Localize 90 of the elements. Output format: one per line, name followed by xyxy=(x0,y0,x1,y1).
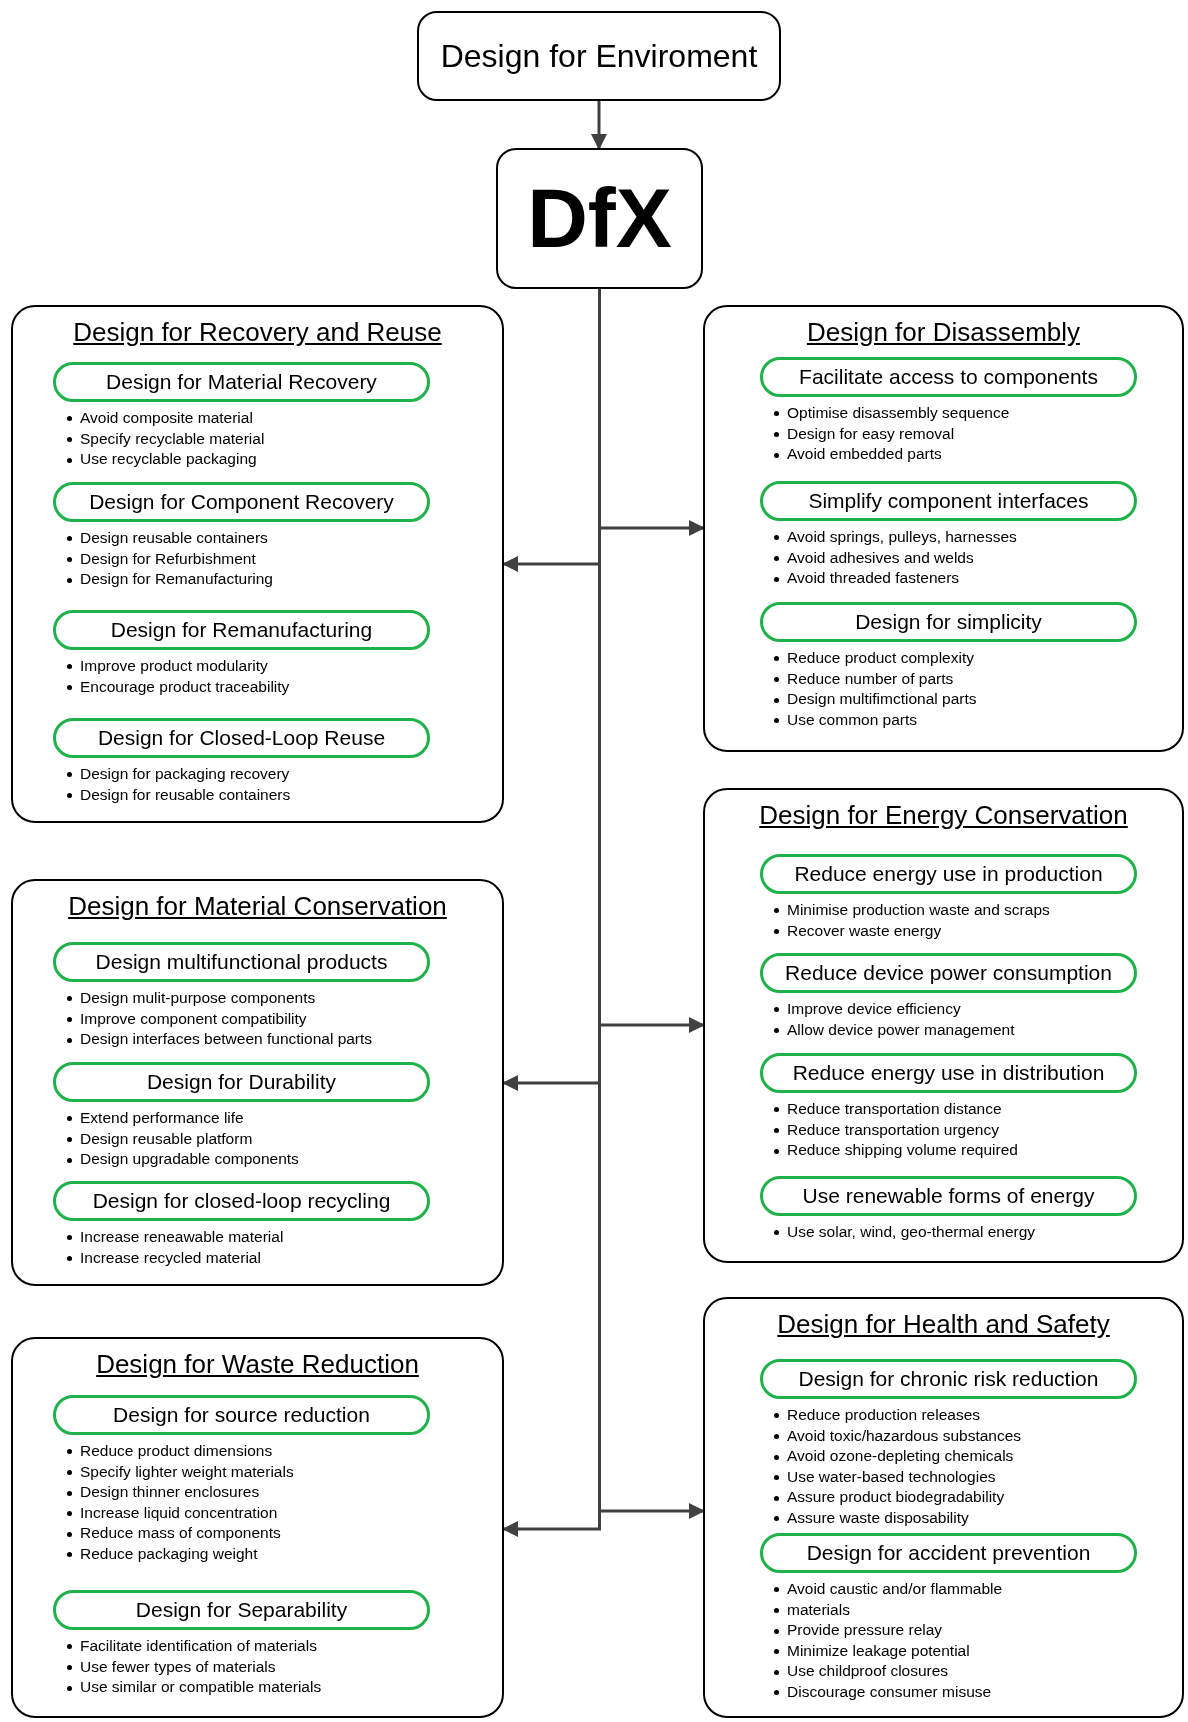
bullet-item: Avoid springs, pulleys, harnesses xyxy=(787,528,1017,545)
subcategory-pill: Reduce energy use in production xyxy=(760,854,1137,894)
bullet-item: Increase liquid concentration xyxy=(80,1503,278,1521)
bullet-item: Provide pressure relay xyxy=(787,1621,943,1639)
category-panel xyxy=(11,1337,504,1718)
subcategory-pill: Design for chronic risk reduction xyxy=(760,1359,1137,1399)
bullet-item: Use recyclable packaging xyxy=(80,450,257,468)
bullet-item: Design interfaces between functional parts xyxy=(80,1030,373,1048)
category-panel xyxy=(11,305,504,823)
bullet-item: Improve product modularity xyxy=(80,657,268,674)
subcategory-pill: Design for Separability xyxy=(53,1590,430,1630)
bullet-item: Use similar or compatible materials xyxy=(80,1678,322,1696)
bullet-item: Extend performance life xyxy=(80,1109,244,1126)
bullet-item: Minimize leakage potential xyxy=(787,1641,970,1659)
bullet-item: Use common parts xyxy=(787,710,918,728)
bullet-item: Discourage consumer misuse xyxy=(787,1682,992,1700)
category-heading: Design for Health and Safety xyxy=(777,1309,1110,1340)
bullet-item: Assure product biodegradability xyxy=(787,1488,1005,1506)
category-panel xyxy=(11,879,504,1286)
bullet-item: Design for reusable containers xyxy=(80,785,291,803)
bullet-item: Optimise disassembly sequence xyxy=(787,404,1010,421)
subcategory-pill: Design for Durability xyxy=(53,1062,430,1102)
bullet-item: Reduce transportation urgency xyxy=(787,1120,999,1138)
bullet-item: Design for Remanufacturing xyxy=(80,570,273,588)
category-heading: Design for Waste Reduction xyxy=(96,1349,419,1380)
subcategory-pill: Design for accident prevention xyxy=(760,1533,1137,1573)
subcategory-pill: Design multifunctional products xyxy=(53,942,430,982)
bullet-item: Design mulit-purpose components xyxy=(80,989,316,1006)
subcategory-pill: Design for Remanufacturing xyxy=(53,610,430,650)
bullet-item: Reduce production releases xyxy=(787,1406,980,1423)
category-heading: Design for Energy Conservation xyxy=(759,800,1128,831)
title-box: Design for Enviroment xyxy=(417,11,781,101)
subcategory-pill: Use renewable forms of energy xyxy=(760,1176,1137,1216)
category-panel xyxy=(703,1297,1184,1718)
subcategory-pill: Facilitate access to components xyxy=(760,357,1137,397)
category-heading: Design for Material Conservation xyxy=(68,891,447,922)
bullet-item: Avoid ozone-depleting chemicals xyxy=(787,1447,1014,1465)
bullet-item: Design for Refurbishment xyxy=(80,549,256,567)
subcategory-pill: Simplify component interfaces xyxy=(760,481,1137,521)
bullet-item: Avoid threaded fasteners xyxy=(787,569,960,587)
bullet-item: Use water-based technologies xyxy=(787,1467,996,1485)
bullet-item: Reduce product complexity xyxy=(787,649,974,666)
bullet-item: Reduce shipping volume required xyxy=(787,1141,1018,1159)
bullet-item: Design reusable containers xyxy=(80,529,268,546)
bullet-item: Avoid adhesives and welds xyxy=(787,548,974,566)
bullet-item: Reduce mass of components xyxy=(80,1524,281,1542)
bullet-item: Design reusable platform xyxy=(80,1129,253,1147)
subcategory-pill: Design for Closed-Loop Reuse xyxy=(53,718,430,758)
bullet-item: Reduce product dimensions xyxy=(80,1442,273,1459)
bullet-item: Reduce transportation distance xyxy=(787,1100,1002,1117)
bullet-item: Encourage product traceability xyxy=(80,677,290,695)
category-heading: Design for Disassembly xyxy=(806,317,1081,348)
bullet-item: Increase reneawable material xyxy=(80,1228,284,1245)
subcategory-pill: Design for source reduction xyxy=(53,1395,430,1435)
category-panel xyxy=(703,788,1184,1263)
bullet-item: Assure waste disposability xyxy=(787,1508,969,1526)
subcategory-pill: Reduce device power consumption xyxy=(760,953,1137,993)
category-heading: Design for Recovery and Reuse xyxy=(73,317,442,348)
bullet-item: Use solar, wind, geo-thermal energy xyxy=(787,1223,1036,1240)
bullet-item: Improve component compatibility xyxy=(80,1009,307,1027)
bullet-item: Reduce packaging weight xyxy=(80,1544,258,1562)
bullet-item: Avoid embedded parts xyxy=(787,445,942,463)
bullet-item: Avoid toxic/hazardous substances xyxy=(787,1426,1022,1444)
bullet-item: Avoid composite material xyxy=(80,409,253,426)
subcategory-pill: Design for Component Recovery xyxy=(53,482,430,522)
bullet-item: Specify lighter weight materials xyxy=(80,1462,294,1480)
bullet-item: materials xyxy=(787,1600,850,1618)
bullet-item: Minimise production waste and scraps xyxy=(787,901,1050,918)
bullet-item: Design for packaging recovery xyxy=(80,765,290,782)
subcategory-pill: Design for Material Recovery xyxy=(53,362,430,402)
bullet-item: Design thinner enclosures xyxy=(80,1483,260,1501)
bullet-item: Design upgradable components xyxy=(80,1150,299,1168)
bullet-item: Reduce number of parts xyxy=(787,669,954,687)
bullet-item: Design multifimctional parts xyxy=(787,690,977,708)
bullet-item: Use fewer types of materials xyxy=(80,1657,276,1675)
dfx-box: DfX xyxy=(496,148,703,289)
bullet-item: Allow device power management xyxy=(787,1020,1015,1038)
bullet-item: Recover waste energy xyxy=(787,921,942,939)
bullet-item: Facilitate identification of materials xyxy=(80,1637,317,1654)
bullet-item: Improve device efficiency xyxy=(787,1000,961,1017)
bullet-item: Design for easy removal xyxy=(787,424,955,442)
bullet-item: Avoid caustic and/or flammable xyxy=(787,1580,1003,1597)
category-panel xyxy=(703,305,1184,752)
bullet-item: Increase recycled material xyxy=(80,1248,261,1266)
arrow xyxy=(591,101,607,150)
subcategory-pill: Reduce energy use in distribution xyxy=(760,1053,1137,1093)
subcategory-pill: Design for simplicity xyxy=(760,602,1137,642)
bullet-item: Specify recyclable material xyxy=(80,429,265,447)
subcategory-pill: Design for closed-loop recycling xyxy=(53,1181,430,1221)
bullet-item: Use childproof closures xyxy=(787,1662,949,1680)
